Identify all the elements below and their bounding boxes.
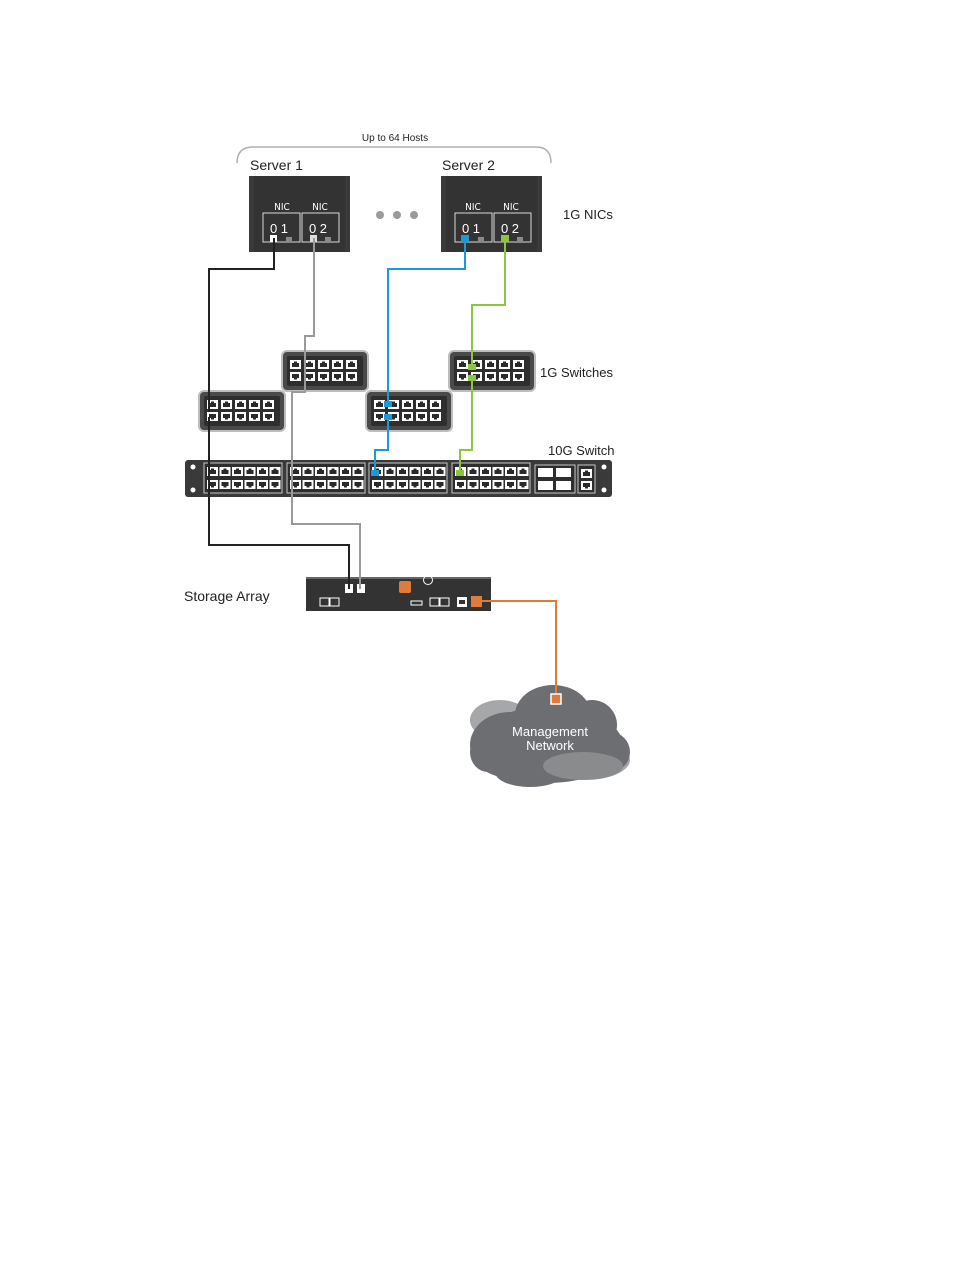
switches-1g-label: 1G Switches — [540, 365, 613, 380]
switch-1g-a — [282, 351, 368, 391]
cloud-label-line1: Management — [512, 724, 588, 739]
cable-orange — [482, 601, 556, 700]
server2-nic2-label: NIC — [503, 202, 519, 213]
server1-port2-label: 0 2 — [309, 221, 327, 236]
server1-nic1-label: NIC — [274, 202, 290, 213]
storage-label: Storage Array — [184, 588, 270, 604]
server2-port1-label: 0 1 — [462, 221, 480, 236]
storage-array — [306, 576, 491, 612]
server1-label: Server 1 — [250, 157, 303, 173]
switch-1g-c — [199, 391, 285, 431]
switch-1g-b — [449, 351, 535, 391]
nics-label: 1G NICs — [563, 207, 613, 222]
switch-10g-label: 10G Switch — [548, 443, 614, 458]
server1-port1-label: 0 1 — [270, 221, 288, 236]
cloud-label-line2: Network — [526, 738, 574, 753]
ellipsis-dot — [376, 211, 384, 219]
storage-mgmt-port — [471, 596, 482, 607]
hosts-caption: Up to 64 Hosts — [362, 133, 428, 144]
switch-1g-d — [366, 391, 452, 431]
server2: NIC NIC 0 1 0 2 — [441, 176, 542, 252]
ellipsis-dot — [393, 211, 401, 219]
ellipsis-dot — [410, 211, 418, 219]
cloud-connector — [551, 694, 561, 704]
management-network-cloud: Management Network — [470, 685, 630, 787]
server2-port2-label: 0 2 — [501, 221, 519, 236]
cable-gray — [292, 238, 360, 589]
server1-nic2-label: NIC — [312, 202, 328, 213]
server1: NIC NIC 0 1 0 2 — [249, 176, 350, 252]
switch-10g — [185, 460, 612, 497]
server2-label: Server 2 — [442, 157, 495, 173]
server2-nic1-label: NIC — [465, 202, 481, 213]
